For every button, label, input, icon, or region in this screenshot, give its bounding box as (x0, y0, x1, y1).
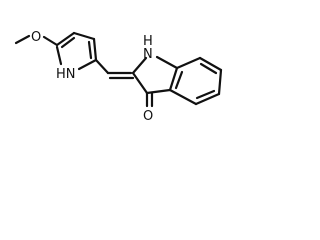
benzene-bond-5 (168, 88, 198, 106)
benzene-bond-4 (194, 92, 221, 106)
pyrrole-bond-c2-n (77, 58, 98, 71)
benzene-bond-1 (175, 56, 202, 70)
bond-pyrrole-methine (94, 58, 110, 75)
pyrrole-bond-c4-c3 (72, 31, 96, 41)
benzene-bond-2-inner (199, 62, 218, 75)
indole-bond-c7a-c3a (168, 66, 179, 92)
ketone-oxygen-label: O (143, 109, 153, 124)
bond-oxygen-pyrrole (42, 35, 59, 47)
pyrrole-ring: HN (55, 31, 98, 82)
pyrrole-bond-c5-c4 (55, 31, 76, 47)
pyrrole-bond-c3-c2 (92, 37, 98, 62)
pyrrole-nh-label: HN (56, 67, 76, 82)
benzene-bond-4-inner (195, 89, 216, 100)
methine-bridge (94, 58, 135, 80)
bond-methyl-oxygen (14, 34, 31, 45)
indole-bond-c2-n (131, 56, 148, 75)
methoxy-group: O (14, 30, 59, 47)
pyrrole-double-bond-c3-c2 (87, 40, 93, 60)
indole-bond-n-c7a (155, 55, 179, 70)
pyrrole-double-bond-c5-c4 (60, 36, 76, 49)
benzene-ring (168, 56, 223, 106)
benzene-bond-6-inner (174, 70, 184, 90)
benzene-bond-2 (198, 56, 223, 72)
indole-bond-c3a-c3 (145, 88, 172, 95)
pyrrole-bond-n-c5 (55, 45, 63, 66)
indole-bond-c3-c2 (131, 71, 149, 95)
methoxy-oxygen-label: O (31, 30, 41, 45)
benzene-bond-3 (217, 68, 223, 96)
